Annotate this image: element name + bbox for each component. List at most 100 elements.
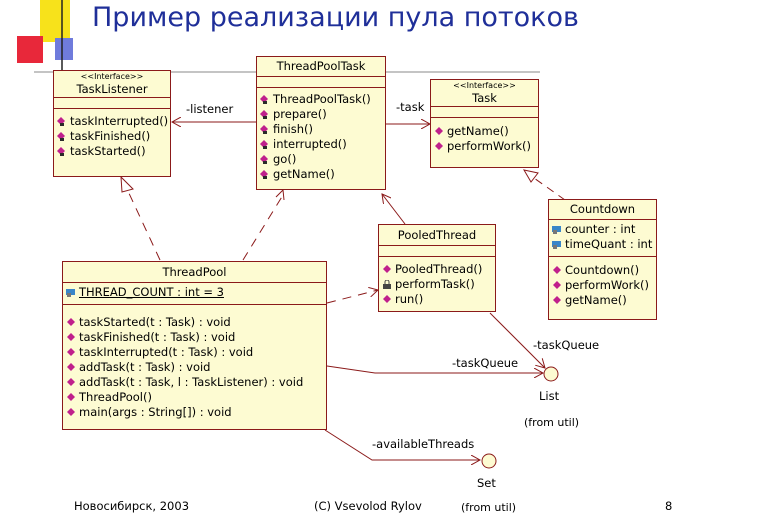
tasklistener-methods: taskInterrupted() taskFinished() taskSta… xyxy=(54,109,170,159)
method-label: addTask(t : Task) : void xyxy=(79,360,211,374)
attribute-label: counter : int xyxy=(565,222,636,236)
method-row: taskStarted(t : Task) : void xyxy=(63,315,326,330)
logo-red-square xyxy=(17,36,43,63)
method-row: getName() xyxy=(549,293,656,308)
logo-blue-square xyxy=(55,38,73,60)
pooledthread-class[interactable]: PooledThread PooledThread() performTask(… xyxy=(378,224,496,312)
tasklistener-class[interactable]: <<Interface>> TaskListener taskInterrupt… xyxy=(53,70,171,177)
method-label: performTask() xyxy=(395,277,475,291)
method-label: finish() xyxy=(273,122,313,136)
attribute-row: timeQuant : int xyxy=(549,237,656,252)
method-label: taskStarted(t : Task) : void xyxy=(79,315,231,329)
method-row: taskFinished() xyxy=(54,129,170,144)
public-method-icon xyxy=(57,132,65,141)
tasklistener-attributes xyxy=(54,98,170,109)
method-row: interrupted() xyxy=(257,137,385,152)
method-row: taskStarted() xyxy=(54,144,170,159)
method-row: finish() xyxy=(257,122,385,137)
taskqueue-role-label-pooledthread: -taskQueue xyxy=(533,338,600,352)
method-label: run() xyxy=(395,292,424,306)
method-row: getName() xyxy=(257,167,385,182)
attribute-row: THREAD_COUNT : int = 3 xyxy=(63,285,326,300)
method-row: performWork() xyxy=(549,278,656,293)
set-interface-icon xyxy=(481,453,497,469)
threadpool-to-pooledthread xyxy=(326,290,378,304)
method-label: main(args : String[]) : void xyxy=(79,405,232,419)
method-label: performWork() xyxy=(447,139,532,153)
task-name: Task xyxy=(472,91,497,105)
method-row: PooledThread() xyxy=(379,262,495,277)
threadpool-name: ThreadPool xyxy=(162,265,227,279)
public-method-icon xyxy=(383,295,391,303)
method-row: addTask(t : Task, l : TaskListener) : vo… xyxy=(63,375,326,390)
static-attribute-icon xyxy=(66,289,75,297)
method-row: addTask(t : Task) : void xyxy=(63,360,326,375)
method-row: main(args : String[]) : void xyxy=(63,405,326,420)
set-package: (from util) xyxy=(461,501,517,514)
countdown-attributes: counter : int timeQuant : int xyxy=(549,220,656,257)
threadpool-class[interactable]: ThreadPool THREAD_COUNT : int = 3 taskSt… xyxy=(62,261,327,430)
countdown-class[interactable]: Countdown counter : int timeQuant : int … xyxy=(548,199,657,320)
pooledthread-name: PooledThread xyxy=(397,228,477,242)
attribute-label: THREAD_COUNT : int = 3 xyxy=(79,285,224,299)
countdown-name: Countdown xyxy=(569,202,636,216)
public-method-icon xyxy=(67,393,75,401)
method-label: prepare() xyxy=(273,107,327,121)
method-label: getName() xyxy=(273,167,335,181)
tasklistener-name: TaskListener xyxy=(76,82,148,96)
public-method-icon xyxy=(435,142,443,150)
set-name: Set xyxy=(477,476,496,490)
threadpool-attributes: THREAD_COUNT : int = 3 xyxy=(63,283,326,305)
threadpool-realizes-tasklistener xyxy=(126,188,161,261)
method-row: ThreadPoolTask() xyxy=(257,92,385,107)
public-method-icon xyxy=(67,408,75,416)
public-method-icon xyxy=(260,95,268,104)
task-stereotype: <<Interface>> xyxy=(453,81,516,90)
list-package: (from util) xyxy=(524,416,580,429)
public-method-icon xyxy=(260,110,268,119)
private-attribute-icon xyxy=(552,226,561,234)
public-method-icon xyxy=(260,140,268,149)
availablethreads-role-label: -availableThreads xyxy=(372,437,475,451)
method-label: getName() xyxy=(565,293,627,307)
tasklistener-stereotype: <<Interface>> xyxy=(80,72,144,81)
threadpool-to-threadpooltask xyxy=(242,194,284,261)
task-class[interactable]: <<Interface>> Task getName() performWork… xyxy=(430,79,539,168)
method-label: PooledThread() xyxy=(395,262,483,276)
threadpool-to-set xyxy=(324,429,480,460)
listener-role-label: -listener xyxy=(186,102,234,116)
method-label: taskInterrupted(t : Task) : void xyxy=(79,345,254,359)
task-methods: getName() performWork() xyxy=(431,118,538,154)
method-row: getName() xyxy=(431,124,538,139)
method-label: go() xyxy=(273,152,297,166)
method-label: ThreadPool() xyxy=(79,390,152,404)
footer-page-number: 8 xyxy=(665,499,673,513)
threadpooltask-class[interactable]: ThreadPoolTask ThreadPoolTask() prepare(… xyxy=(256,56,386,190)
method-label: performWork() xyxy=(565,278,650,292)
method-row: prepare() xyxy=(257,107,385,122)
method-row: run() xyxy=(379,292,495,307)
public-method-icon xyxy=(553,281,561,289)
public-method-icon xyxy=(383,265,391,273)
attribute-label: timeQuant : int xyxy=(565,237,653,251)
private-method-lock-icon xyxy=(383,280,391,289)
method-row: taskInterrupted() xyxy=(54,114,170,129)
private-attribute-icon xyxy=(552,241,561,249)
method-label: ThreadPoolTask() xyxy=(273,92,371,106)
threadpooltask-name: ThreadPoolTask xyxy=(276,59,366,73)
pooledthread-attributes xyxy=(379,246,495,257)
public-method-icon xyxy=(57,117,65,126)
public-method-icon xyxy=(260,125,268,134)
public-method-icon xyxy=(435,127,443,135)
method-label: getName() xyxy=(447,124,509,138)
task-attributes xyxy=(431,107,538,118)
list-interface-icon xyxy=(543,366,559,382)
method-row: Countdown() xyxy=(549,263,656,278)
method-row: go() xyxy=(257,152,385,167)
threadpool-to-list xyxy=(326,365,543,373)
logo-yellow-square xyxy=(40,0,70,42)
method-label: taskInterrupted() xyxy=(70,114,169,128)
public-method-icon xyxy=(67,378,75,386)
public-method-icon xyxy=(260,155,268,164)
